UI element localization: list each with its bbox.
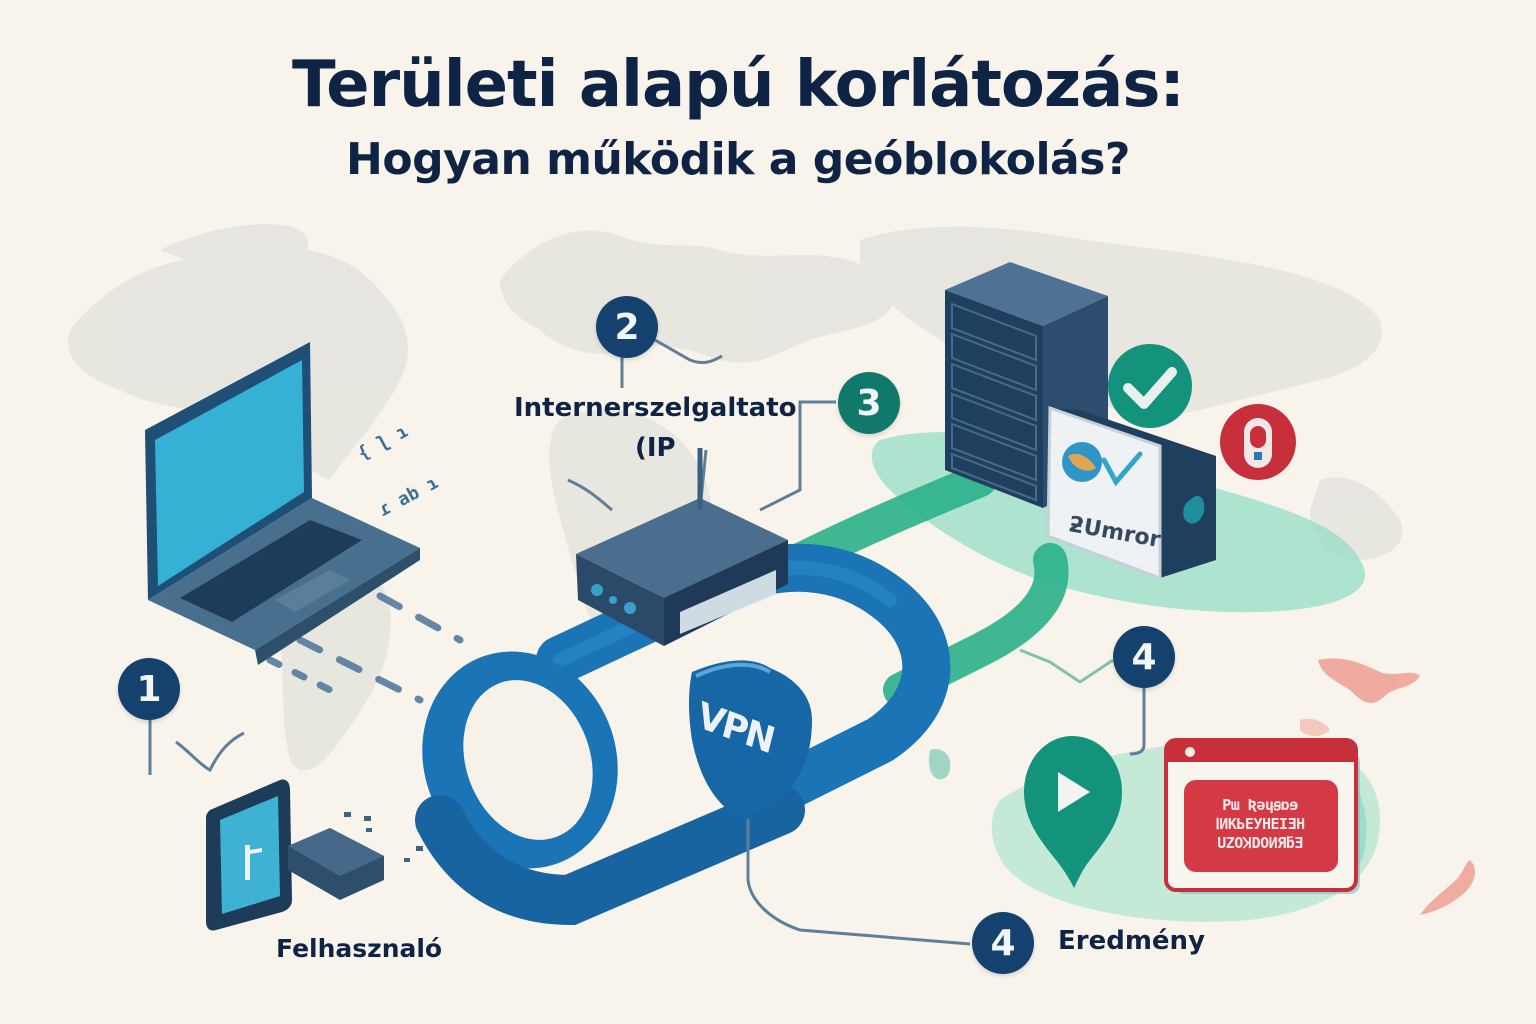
play-icon [1058,772,1090,812]
blocked-message-line: ⅠИКЬЕУНЕІƎН [1215,815,1305,833]
lock-icon [1220,404,1296,480]
blocked-message-line: Pɯ Ʀəɥꞩɒɘ [1222,796,1298,814]
location-pin [1024,736,1122,888]
page-subtitle: Hogyan működik a geóblokolás? [346,134,1130,185]
vpn-shield-icon [689,660,812,820]
vpn-tunnel [415,543,951,926]
step-badge-1: 1 [118,658,180,720]
laptop-device [145,342,420,665]
set-top-box [288,828,384,900]
step-badge-3: 3 [838,372,900,434]
blocked-browser-window [1164,738,1360,894]
connection-dots [344,812,423,862]
dashed-connection-lines [266,592,464,704]
step-badge-2: 2 [596,296,658,358]
blocked-message: Pɯ Ʀəɥꞩɒɘ ⅠИКЬЕУНЕІƎН ՍZOꞰDOИЯƃƎ [1190,796,1330,853]
step-badge-4-result: 4 [972,912,1034,974]
check-icon [1108,344,1192,428]
step-badge-4-top: 4 [1113,626,1175,688]
tablet-device [206,779,292,931]
page-title: Területi alapú korlátozás: [292,48,1185,122]
isp-label: Internerszelgaltato (IP [514,388,797,468]
user-label: Felhasznaló [276,934,443,963]
server-panel [1046,405,1216,581]
blocked-message-line: ՍZOꞰDOИЯƃƎ [1217,834,1303,852]
isp-label-line1: Internerszelgaltato [514,393,797,423]
router-device [576,448,788,646]
result-label: Eredmény [1058,926,1206,956]
isp-label-line2: (IP [634,433,676,463]
